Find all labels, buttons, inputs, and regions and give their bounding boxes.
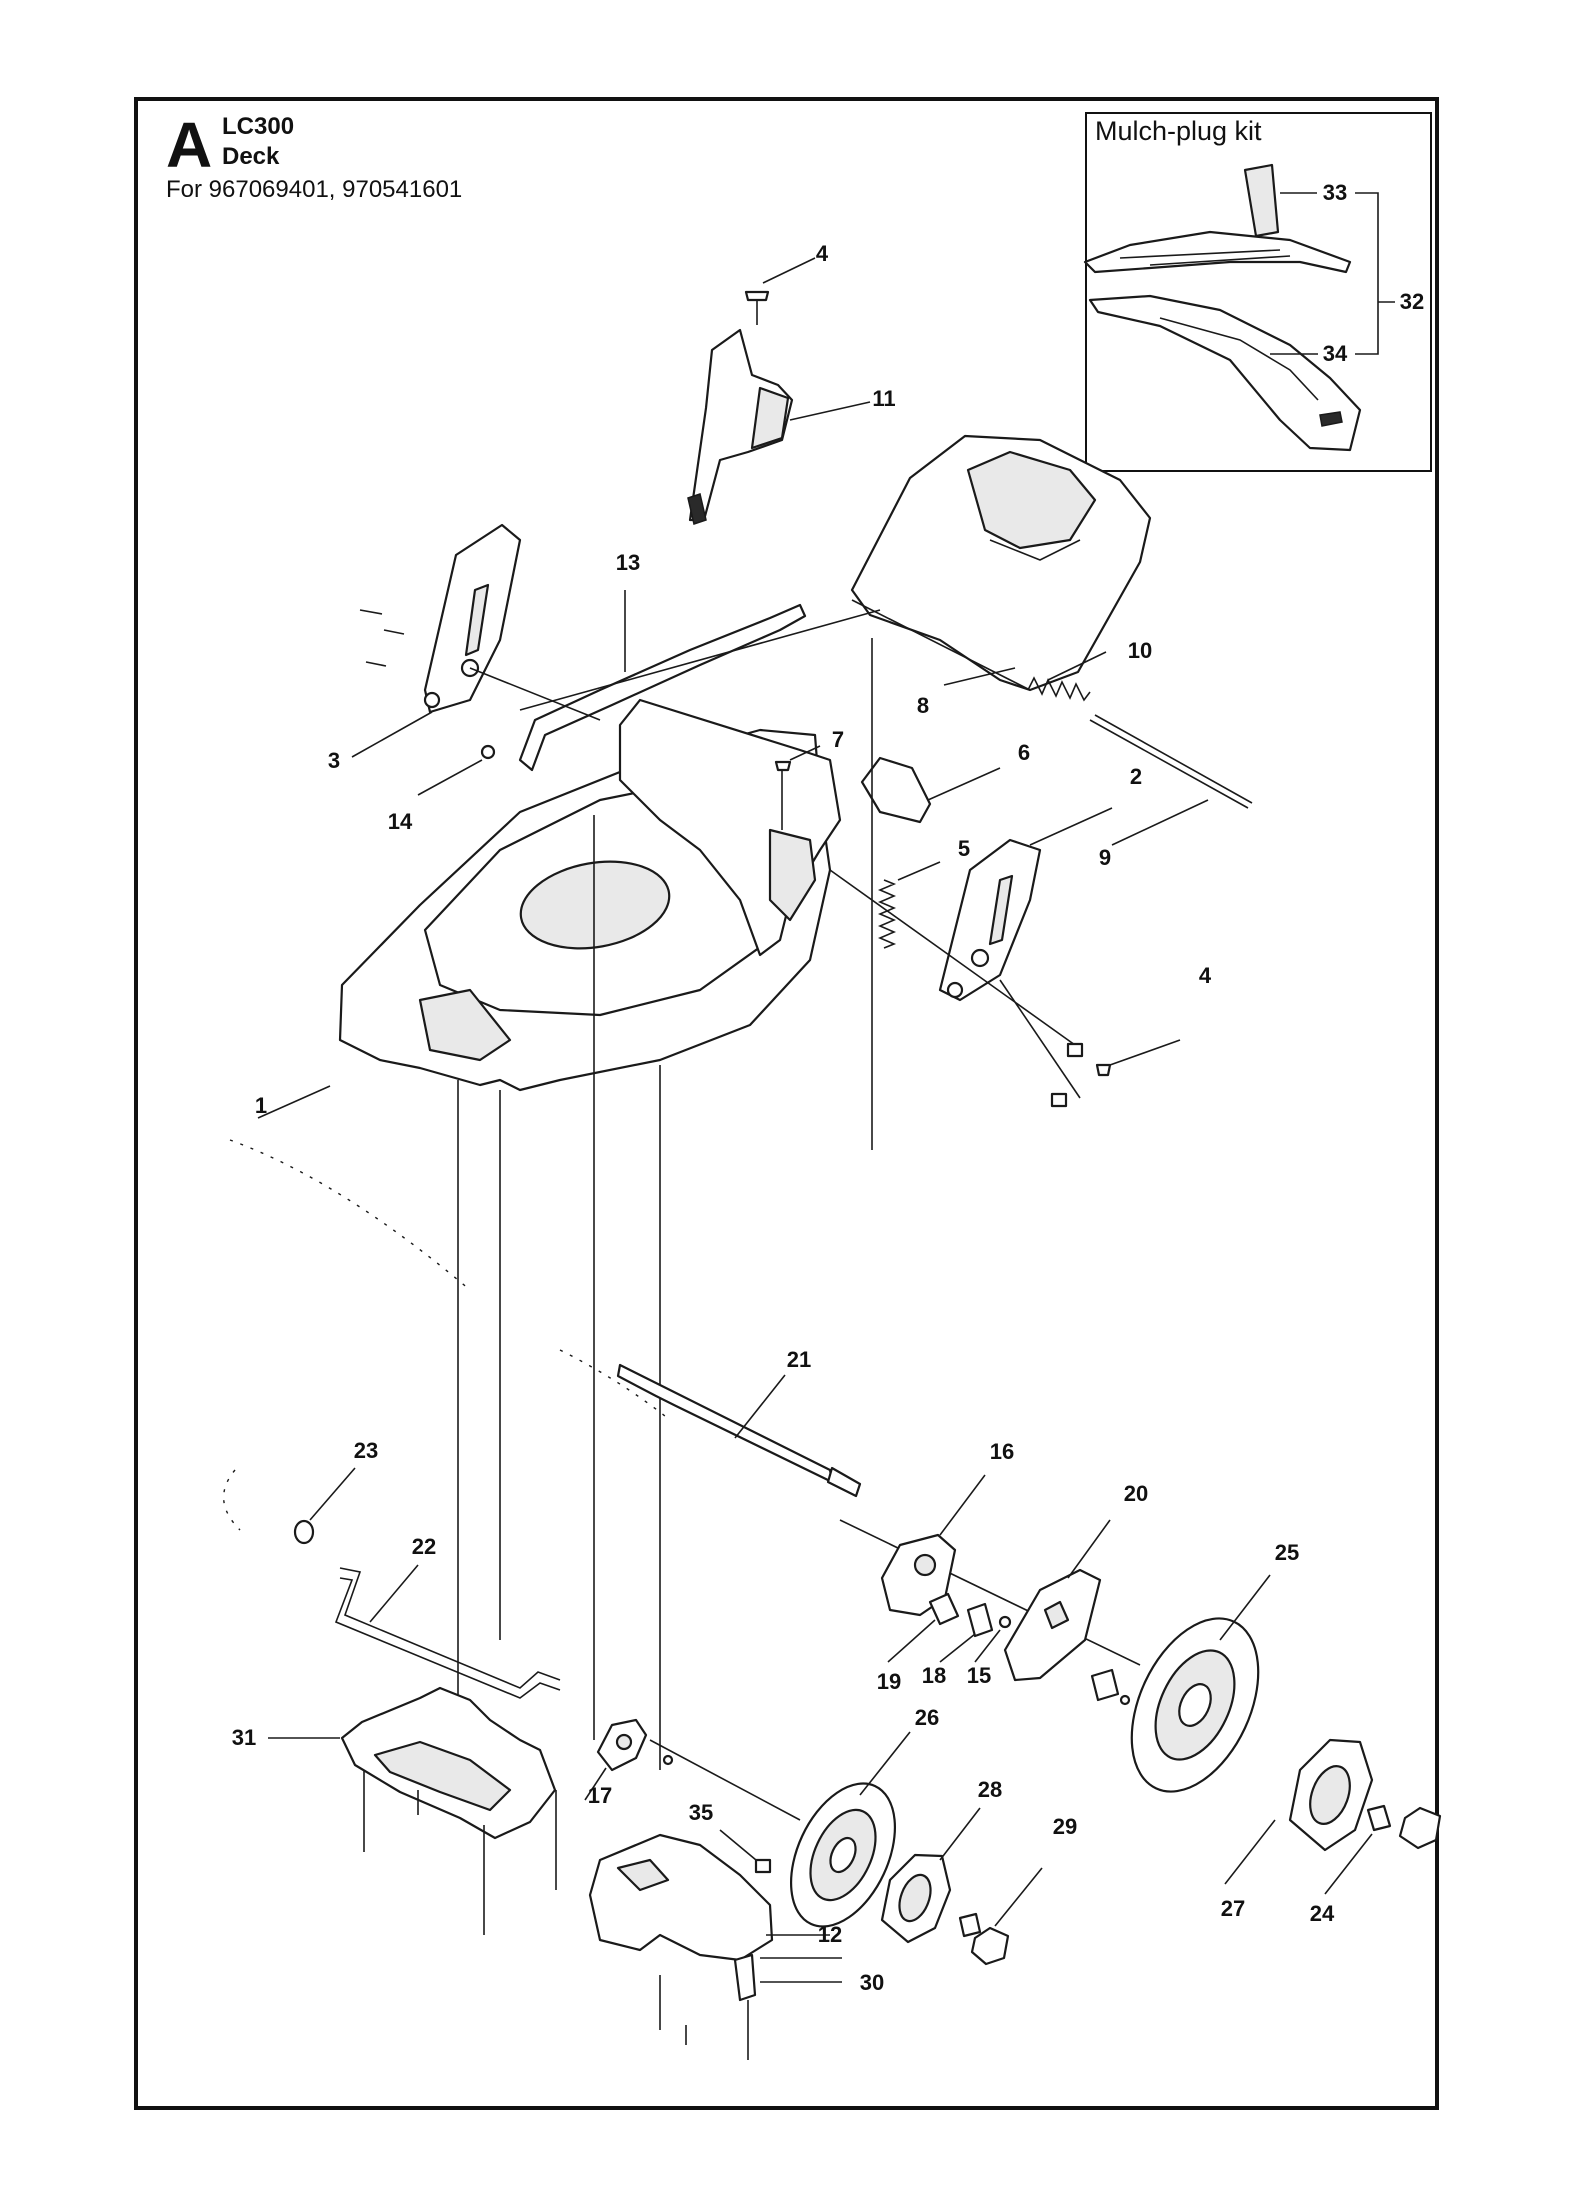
callout-1: 1 [254,1093,268,1118]
callout-35: 35 [688,1800,714,1825]
callout-12: 12 [817,1922,843,1947]
callout-9: 9 [1098,845,1112,870]
callout-16: 16 [989,1439,1015,1464]
mulch-kit-box [1085,112,1432,472]
mulch-plug-part [1083,163,1352,274]
callout-19: 19 [876,1669,902,1694]
front-hubcap [880,1853,952,1944]
height-adjust-lever [518,603,807,772]
callout-13: 13 [615,550,641,575]
callout-27: 27 [1220,1896,1246,1921]
callout-7: 7 [831,727,845,752]
callout-17: 17 [587,1783,613,1808]
callout-34: 34 [1322,341,1348,366]
callout-23: 23 [353,1438,379,1463]
front-cover [588,1833,774,2002]
callout-8: 8 [916,693,930,718]
extension-spring [877,879,897,949]
callout-2: 2 [1129,764,1143,789]
height-adjust-handle [687,328,794,525]
rear-wheel [1130,1617,1260,1793]
callout-30: 30 [859,1970,885,1995]
callout-21: 21 [786,1347,812,1372]
applies-to: For 967069401, 970541601 [166,176,463,203]
model-name: LC300 [222,113,295,140]
callout-14: 14 [387,809,413,834]
rear-flap [850,434,1152,692]
callout-31: 31 [231,1725,257,1750]
screw-top [744,290,770,325]
callout-28: 28 [977,1777,1003,1802]
callout-32: 32 [1399,289,1425,314]
callout-15: 15 [966,1663,992,1688]
mulch-kit-title: Mulch-plug kit [1095,116,1262,146]
callout-11: 11 [872,386,896,411]
callout-22: 22 [411,1534,437,1559]
callout-29: 29 [1052,1814,1078,1839]
callout-33: 33 [1322,180,1348,205]
callout-24: 24 [1309,1901,1335,1926]
front-wheel [789,1782,897,1928]
axle-bracket [880,1533,957,1617]
small-bracket [596,1718,648,1772]
callout-4: 4 [815,241,829,266]
section-letter: A [166,109,213,181]
assembly-name: Deck [222,143,280,170]
callout-18: 18 [921,1663,947,1688]
torsion-spring [1027,676,1091,702]
callout-6: 6 [1017,740,1031,765]
callout-3: 3 [327,748,341,773]
rear-axle [334,1567,561,1699]
front-axle [616,1363,862,1498]
pivot-plate [860,756,932,824]
right-adjust-plate [938,838,1042,1002]
callout-10: 10 [1127,638,1153,663]
left-adjust-plate [423,523,522,714]
diagram-frame [134,97,1439,2110]
callout-26: 26 [914,1705,940,1730]
axle-carrier [340,1686,557,1840]
rear-hubcap [1288,1738,1374,1852]
callout-4: 4 [1198,963,1212,988]
callout-20: 20 [1123,1481,1149,1506]
gear-cover [1003,1568,1102,1682]
mulch-blade-part [1088,294,1362,452]
callout-5: 5 [957,836,971,861]
mower-deck [338,698,842,1092]
callout-25: 25 [1274,1540,1300,1565]
